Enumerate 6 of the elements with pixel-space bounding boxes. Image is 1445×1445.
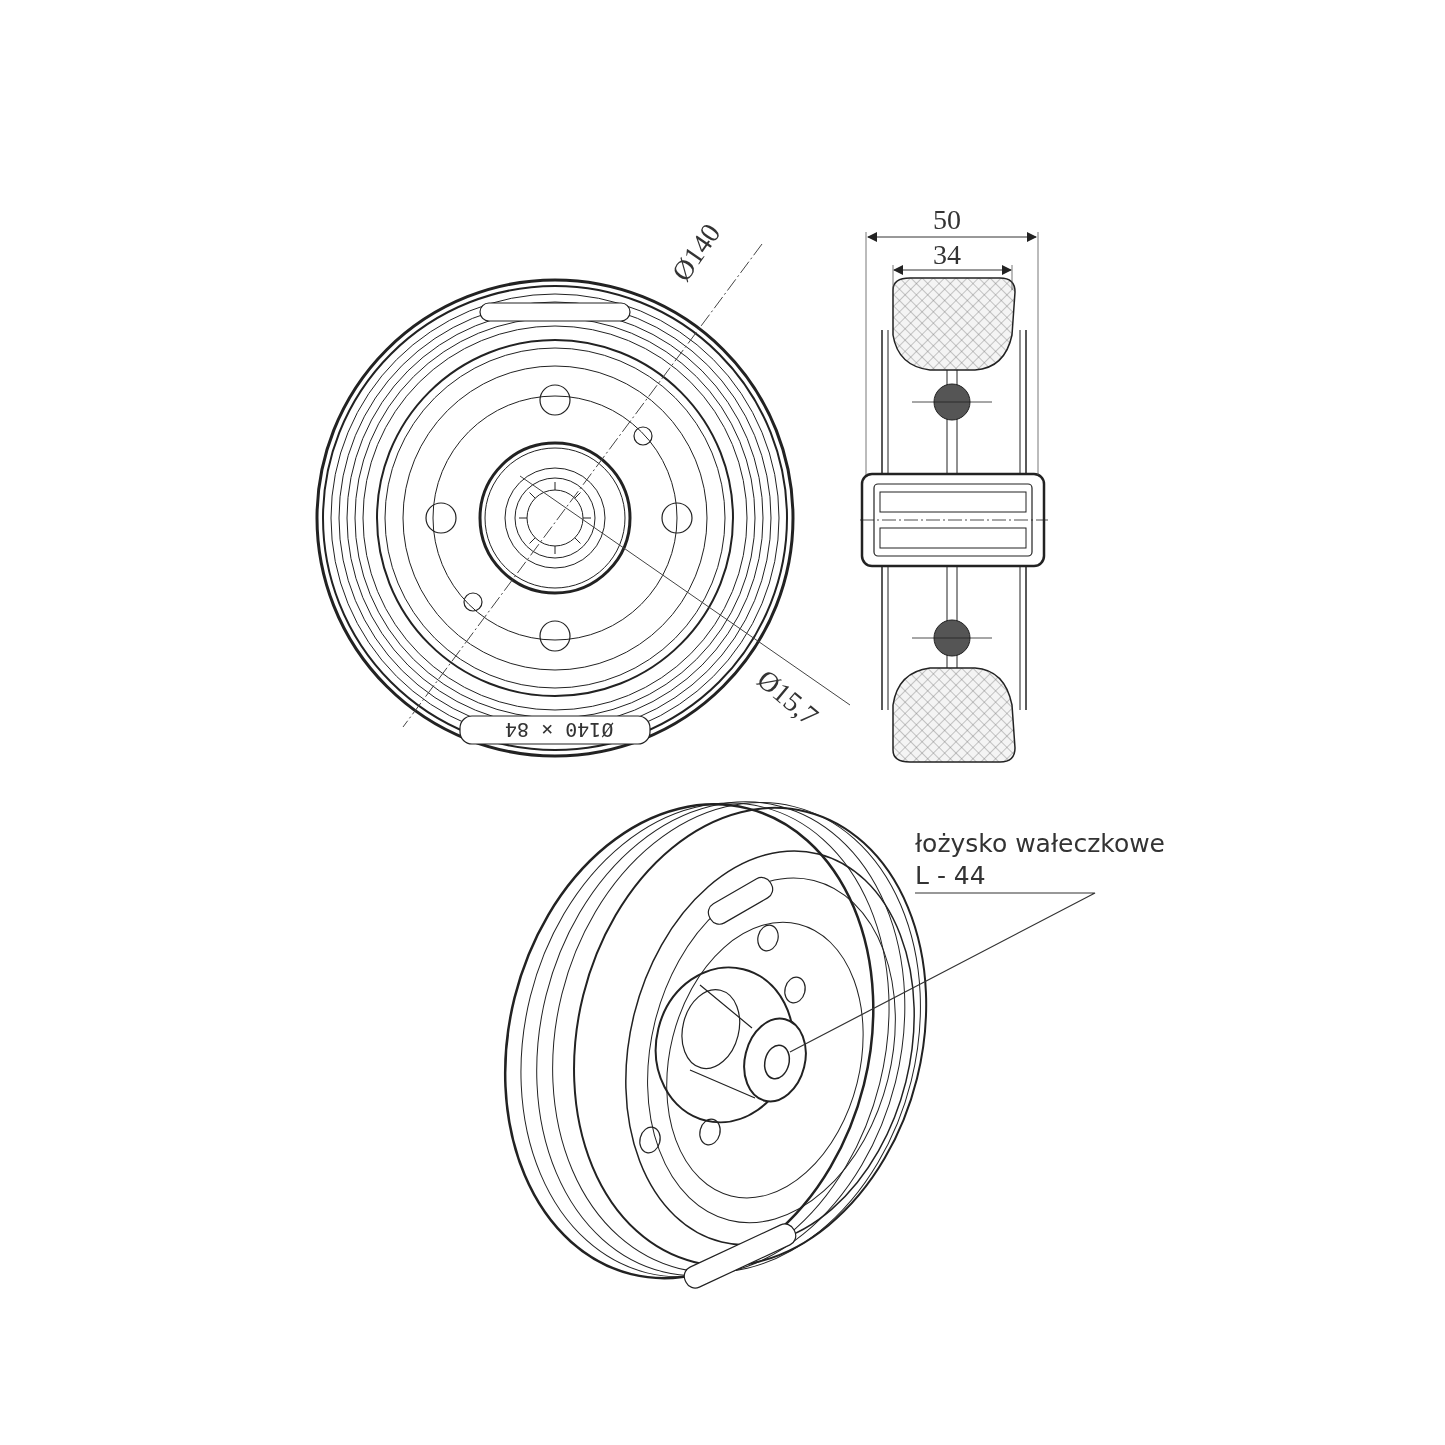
dimension-value: 34 <box>933 241 961 269</box>
callout-text: łożysko wałeczkowe L - 44 <box>915 828 1165 893</box>
bearing-hub-drawing <box>743 1017 807 1103</box>
stamped-marking: Ø140 × 84 <box>505 720 614 740</box>
dimension-value: 50 <box>933 206 961 234</box>
leader-line <box>789 892 1096 1053</box>
